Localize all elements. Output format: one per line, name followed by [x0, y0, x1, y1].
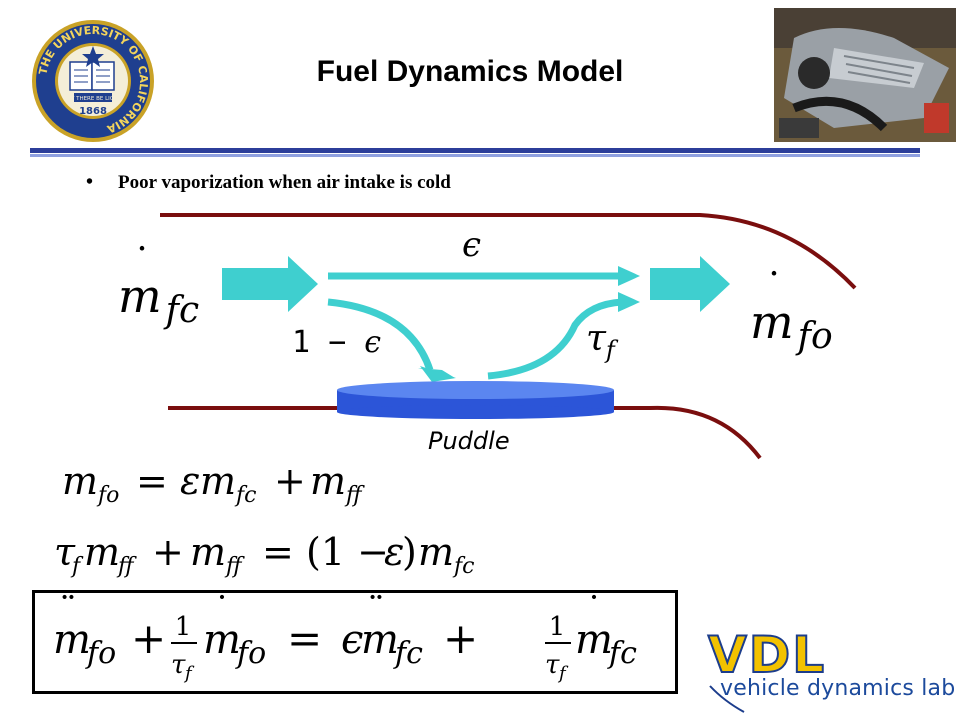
input-flow-arrow	[222, 256, 318, 312]
page-title: Fuel Dynamics Model	[316, 55, 624, 88]
engine-photo	[774, 8, 956, 142]
svg-text:m: m	[62, 459, 98, 503]
svg-text:fc: fc	[393, 636, 423, 671]
output-flow-arrow	[650, 256, 730, 312]
svg-text:˙: ˙	[428, 523, 445, 546]
svg-text:(1 −: (1 −	[306, 530, 389, 574]
svg-text:τ: τ	[54, 530, 76, 574]
fuel-puddle	[337, 381, 614, 419]
svg-text:¨: ¨	[59, 593, 77, 632]
svg-text:fo: fo	[235, 636, 266, 671]
svg-text:ff: ff	[116, 554, 137, 579]
svg-text:+: +	[152, 530, 184, 574]
svg-text:m: m	[84, 530, 120, 574]
svg-text:¨: ¨	[90, 523, 107, 546]
bullet-marker: •	[86, 171, 94, 193]
university-seal-logo: THE UNIVERSITY OF CALIFORNIA LET THERE B…	[32, 20, 154, 142]
svg-text:ε: ε	[384, 530, 404, 574]
svg-text:¨: ¨	[367, 593, 385, 632]
svg-text:˙: ˙	[213, 593, 231, 632]
svg-text:m: m	[203, 617, 241, 663]
svg-text:=: =	[287, 614, 322, 663]
wall-path-label: 1 − ϵ	[292, 325, 381, 360]
svg-text:f: f	[183, 663, 195, 684]
svg-text:1: 1	[549, 612, 566, 642]
evaporation-arrow	[487, 298, 623, 380]
svg-text:ff: ff	[344, 483, 365, 508]
svg-text:fc: fc	[452, 554, 474, 579]
svg-text:=: =	[262, 530, 294, 574]
svg-text:1868: 1868	[79, 106, 107, 117]
boxed-equation: m ¨ fo + 1 τ f m ˙ fo = ϵ m ¨ fc + 1 τ f…	[32, 590, 678, 694]
svg-text:ε: ε	[180, 459, 200, 503]
svg-text:˙: ˙	[132, 241, 152, 287]
svg-text:): )	[402, 530, 417, 574]
svg-text:=: =	[136, 459, 168, 503]
svg-text:˙: ˙	[764, 266, 784, 312]
svg-text:+: +	[131, 614, 166, 663]
equation-1: m ˙ fo = ε m ˙ fc + m ˙ ff	[62, 450, 365, 508]
equation-2: τ f m ¨ ff + m ˙ ff = (1 − ε ) m ˙ fc	[54, 523, 474, 579]
svg-text:LET THERE BE LIGHT: LET THERE BE LIGHT	[64, 96, 122, 102]
svg-text:fo: fo	[96, 483, 119, 508]
svg-text:fc: fc	[234, 483, 256, 508]
svg-text:m: m	[575, 617, 613, 663]
svg-text:τ: τ	[171, 650, 186, 680]
svg-text:fc: fc	[607, 636, 637, 671]
svg-text:m: m	[310, 459, 346, 503]
svg-text:˙: ˙	[320, 450, 337, 475]
svg-text:m: m	[200, 459, 236, 503]
svg-text:f: f	[557, 663, 569, 684]
svg-text:˙: ˙	[210, 450, 227, 475]
svg-text:+: +	[274, 459, 306, 503]
svg-text:m: m	[190, 530, 226, 574]
title-divider	[30, 148, 920, 157]
manifold-bottom-wall	[168, 405, 762, 460]
svg-text:m: m	[361, 617, 399, 663]
bullet-text: Poor vaporization when air intake is col…	[118, 172, 451, 193]
svg-text:1: 1	[175, 612, 192, 642]
svg-text:τ: τ	[545, 650, 560, 680]
svg-text:˙: ˙	[585, 593, 603, 632]
svg-text:˙: ˙	[72, 450, 89, 475]
manifold-top-wall	[160, 213, 857, 290]
wall-deposit-arrow	[327, 298, 434, 372]
time-constant-label: τf	[586, 318, 619, 364]
svg-text:+: +	[443, 614, 478, 663]
svg-text:ϵ: ϵ	[341, 617, 363, 663]
direct-path-label: ϵ	[462, 225, 481, 265]
vdl-logo-subtitle: vehicle dynamics lab	[720, 676, 956, 701]
svg-text:f: f	[70, 554, 84, 579]
vdl-logo-mark: VDL	[708, 626, 826, 684]
puddle-label: Puddle	[428, 427, 510, 455]
svg-text:m: m	[53, 617, 91, 663]
equation-3: m ¨ fo + 1 τ f m ˙ fo = ϵ m ¨ fc + 1 τ f…	[53, 593, 637, 684]
svg-text:fo: fo	[85, 636, 116, 671]
svg-text:ff: ff	[224, 554, 245, 579]
vdl-logo: VDL	[707, 626, 826, 713]
svg-text:m: m	[418, 530, 454, 574]
svg-text:˙: ˙	[200, 523, 217, 546]
